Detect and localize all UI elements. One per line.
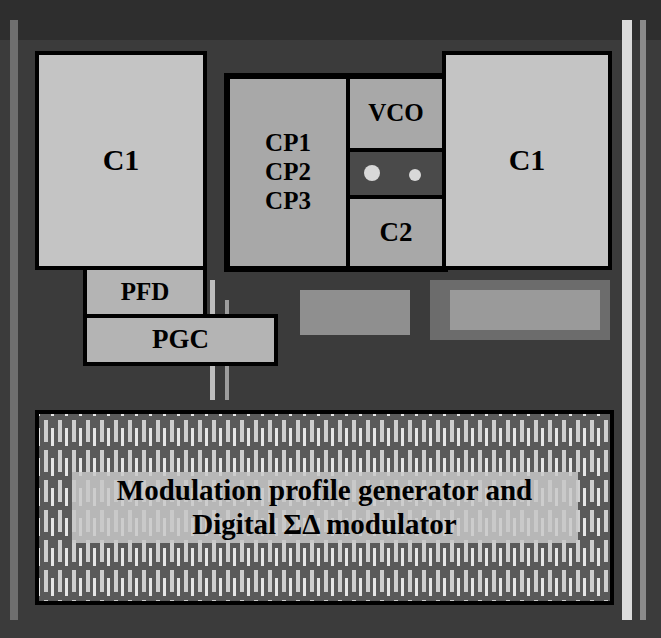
pfd-block: PFD [83, 266, 207, 318]
block-label: Modulation profile generator and Digital… [72, 472, 578, 543]
block-label: CP2 [265, 158, 311, 187]
block-label: C1 [509, 143, 546, 178]
pgc-block: PGC [83, 314, 278, 366]
block-label: C1 [103, 143, 140, 178]
digital-block: Modulation profile generator and Digital… [35, 410, 614, 605]
block-label: VCO [368, 99, 424, 128]
charge-pump-block: CP1CP2CP3 [226, 75, 350, 270]
capacitor-block: C1 [35, 51, 207, 270]
block-label: CP1 [265, 129, 311, 158]
block-label: C2 [380, 217, 413, 248]
capacitor-block: C2 [346, 195, 446, 270]
vco-block: VCO [346, 75, 446, 152]
block-label: CP3 [265, 187, 311, 216]
block-label: PGC [152, 324, 209, 355]
block-label: PFD [121, 278, 170, 307]
capacitor-block: C1 [442, 51, 612, 270]
